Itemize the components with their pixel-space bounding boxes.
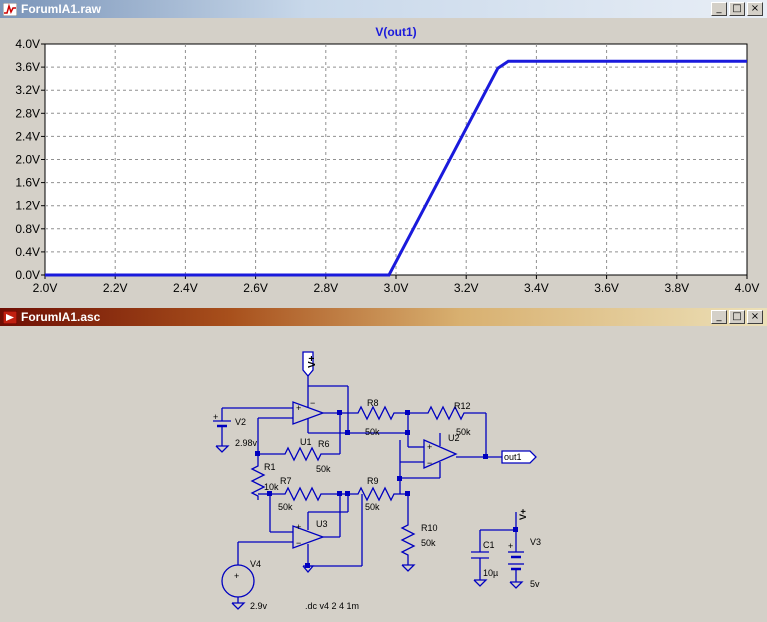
r9-name: R9: [367, 476, 379, 486]
schematic-window-titlebar[interactable]: ForumIA1.asc _ □ ×: [0, 308, 767, 326]
waveform-plot[interactable]: V(out1) 2.0V 2.2V 2.4V 2.6V 2.8V 3.0V 3.2V 3.4V…: [0, 18, 767, 308]
v2-name: V2: [235, 417, 246, 427]
opamp-u1[interactable]: [292, 386, 325, 433]
x-tick-label: 3.6V: [594, 281, 619, 295]
maximize-button[interactable]: □: [729, 2, 745, 16]
v4-name: V4: [250, 559, 261, 569]
v3-plus-mark: +: [508, 541, 513, 551]
u2-minus-mark: −: [427, 458, 432, 468]
capacitor-c1[interactable]: [471, 529, 516, 587]
plot-window-titlebar[interactable]: ForumIA1.raw _ □ ×: [0, 0, 767, 18]
schematic-window-title: ForumIA1.asc: [21, 310, 101, 324]
schematic-canvas[interactable]: + − + − + − + + + V+ V2 2.98v U1 R6 50k …: [0, 326, 767, 622]
trace-v-out1[interactable]: [45, 59, 747, 277]
x-tick-label: 2.0V: [33, 281, 58, 295]
resistor-r9[interactable]: [340, 486, 408, 502]
out1-text: out1: [504, 452, 522, 462]
u3-plus-mark: +: [296, 522, 301, 532]
resistor-r7[interactable]: [270, 486, 340, 502]
plot-title: V(out1): [375, 25, 416, 39]
schematic-window: ForumIA1.asc _ □ ×: [0, 308, 767, 622]
x-tick-label: 3.4V: [524, 281, 549, 295]
voltage-source-v4[interactable]: [221, 564, 255, 610]
waveform-app-icon: [3, 2, 17, 16]
u2-plus-mark: +: [427, 442, 432, 452]
close-button[interactable]: ×: [747, 2, 763, 16]
c1-name: C1: [483, 540, 495, 550]
supply-flag-v-plus[interactable]: [302, 351, 314, 386]
voltage-source-v2[interactable]: [213, 408, 231, 453]
r1-name: R1: [264, 462, 276, 472]
resistor-r1[interactable]: [250, 454, 266, 500]
r7-name: R7: [280, 476, 292, 486]
r10-name: R10: [421, 523, 438, 533]
u3-minus-mark: −: [296, 538, 301, 548]
r7-value: 50k: [278, 502, 293, 512]
v2-plus-mark: +: [213, 412, 218, 422]
v3-supply-flag-text: V+: [518, 509, 528, 520]
supply-flag-text: V+: [307, 355, 318, 368]
y-tick-label: 3.2V: [15, 83, 40, 97]
x-tick-label: 2.6V: [243, 281, 268, 295]
resistor-r10[interactable]: [400, 515, 416, 572]
resistor-r8[interactable]: [340, 405, 408, 421]
x-tick-label: 3.8V: [664, 281, 689, 295]
r12-value: 50k: [456, 427, 471, 437]
u1-minus-mark: −: [310, 398, 315, 408]
v3-value: 5v: [530, 579, 540, 589]
resistor-r6[interactable]: [258, 446, 340, 462]
r6-name: R6: [318, 439, 330, 449]
spice-directive[interactable]: .dc v4 2 4 1m: [305, 601, 359, 611]
schematic-app-icon: [3, 310, 17, 324]
y-tick-label: 3.6V: [15, 60, 40, 74]
opamp-u2[interactable]: [423, 433, 458, 478]
r12-name: R12: [454, 401, 471, 411]
maximize-button[interactable]: □: [729, 310, 745, 324]
voltage-source-v3[interactable]: [508, 512, 524, 589]
y-tick-label: 1.2V: [15, 199, 40, 213]
minimize-button[interactable]: _: [711, 2, 727, 16]
opamp-u3[interactable]: [292, 512, 325, 566]
u1-plus-mark: +: [296, 403, 301, 413]
y-tick-label: 2.4V: [15, 129, 40, 143]
y-tick-label: 2.8V: [15, 106, 40, 120]
y-tick-label: 0.0V: [15, 268, 40, 282]
x-tick-label: 3.2V: [454, 281, 479, 295]
v2-value: 2.98v: [235, 438, 258, 448]
y-tick-label: 0.8V: [15, 222, 40, 236]
minimize-button[interactable]: _: [711, 310, 727, 324]
u2-name: U2: [448, 433, 460, 443]
x-tick-label: 4.0V: [735, 281, 760, 295]
y-tick-label: 1.6V: [15, 176, 40, 190]
x-tick-label: 2.2V: [103, 281, 128, 295]
y-tick-label: 2.0V: [15, 153, 40, 167]
v4-value: 2.9v: [250, 601, 268, 611]
c1-value: 10µ: [483, 568, 498, 578]
v4-plus-mark: +: [234, 571, 239, 581]
resistor-r12[interactable]: [408, 405, 486, 421]
close-button[interactable]: ×: [747, 310, 763, 324]
net-label-out1[interactable]: [501, 450, 537, 464]
r8-value: 50k: [365, 427, 380, 437]
r9-value: 50k: [365, 502, 380, 512]
r10-value: 50k: [421, 538, 436, 548]
plot-window-title: ForumIA1.raw: [21, 2, 102, 16]
y-tick-label: 4.0V: [15, 37, 40, 51]
r6-value: 50k: [316, 464, 331, 474]
x-tick-label: 3.0V: [384, 281, 409, 295]
y-tick-label: 0.4V: [15, 245, 40, 259]
v3-name: V3: [530, 537, 541, 547]
x-tick-label: 2.8V: [313, 281, 338, 295]
r1-value: 10k: [264, 482, 279, 492]
u1-name: U1: [300, 437, 312, 447]
u3-name: U3: [316, 519, 328, 529]
x-tick-label: 2.4V: [173, 281, 198, 295]
r8-name: R8: [367, 398, 379, 408]
plot-window: ForumIA1.raw _ □ × V(out1) 2.0V 2.2V 2.4V 2…: [0, 0, 767, 308]
